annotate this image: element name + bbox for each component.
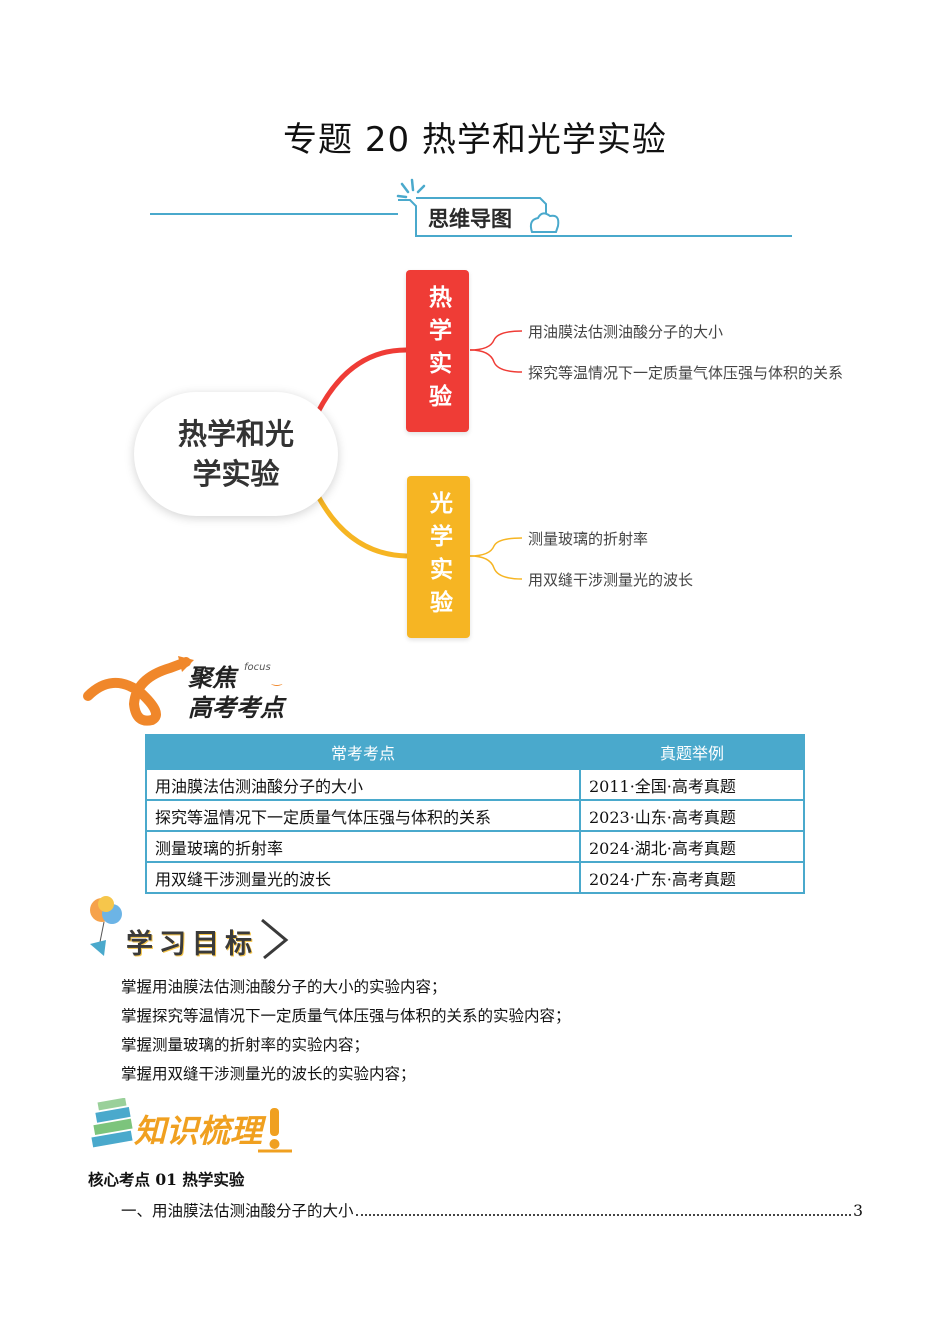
mind-map-connectors [315,330,523,580]
goal-item: 掌握探究等温情况下一定质量气体压强与体积的关系的实验内容； [121,1007,571,1025]
table-cell-topic: 探究等温情况下一定质量气体压强与体积的关系 [145,799,581,832]
knowledge-heading: 知识梳理 [134,1112,263,1150]
books-icon [91,1098,133,1148]
leaf-isothermal-gas: 探究等温情况下一定质量气体压强与体积的关系 [528,364,844,382]
learning-goals-heading: 学习目标 [126,929,258,960]
exclamation-icon [258,1108,292,1153]
table-row: 用油膜法估测油酸分子的大小 2011·全国·高考真题 [145,768,805,801]
table-row: 测量玻璃的折射率 2024·湖北·高考真题 [145,830,805,863]
table-cell-example: 2011·全国·高考真题 [579,768,805,801]
smile-icon: ‿ [272,672,282,686]
goal-item: 掌握用双缝干涉测量光的波长的实验内容； [121,1065,416,1083]
table-header-topic: 常考考点 [145,734,581,770]
leaf-double-slit: 用双缝干涉测量光的波长 [528,571,694,589]
page-title: 专题 20 热学和光学实验 [283,120,667,160]
mind-map-center-node: 热学和光学实验 [134,392,338,516]
table-cell-example: 2024·湖北·高考真题 [579,830,805,863]
goal-item: 掌握测量玻璃的折射率的实验内容； [121,1036,370,1054]
toc-entry[interactable]: 一、用油膜法估测油酸分子的大小 3 [121,1199,863,1221]
toc-dot-leader [355,1214,852,1216]
leaf-oil-film: 用油膜法估测油酸分子的大小 [528,323,724,341]
mind-map-header-decoration [150,178,792,237]
toc-entry-page: 3 [853,1202,863,1220]
table-row: 用双缝干涉测量光的波长 2024·广东·高考真题 [145,861,805,894]
balloon-icon [90,896,122,956]
mind-map-badge: 思维导图 [428,207,512,231]
focus-heading-line2: 高考考点 [188,694,284,722]
swirl-arrow-icon [83,656,194,726]
branch-heat-experiment: 热学实验 [406,270,469,432]
focus-small-label: focus [244,662,271,673]
table-header-row: 常考考点 真题举例 [145,734,805,770]
exam-points-table: 常考考点 真题举例 用油膜法估测油酸分子的大小 2011·全国·高考真题 探究等… [145,734,805,894]
chevron-decoration-icon [261,918,289,960]
table-cell-topic: 测量玻璃的折射率 [145,830,581,863]
focus-heading-line1: 聚焦 [188,664,236,692]
chef-hat-icon [529,212,560,233]
table-header-example: 真题举例 [579,734,805,770]
branch-heat-label: 热学实验 [424,285,451,417]
mind-map-center-label: 热学和光学实验 [177,417,294,491]
leaf-glass-refraction: 测量玻璃的折射率 [528,530,649,548]
branch-light-label: 光学实验 [425,491,452,623]
toc-entry-text: 一、用油膜法估测油酸分子的大小 [121,1202,354,1220]
sparkle-icon [396,178,426,199]
table-row: 探究等温情况下一定质量气体压强与体积的关系 2023·山东·高考真题 [145,799,805,832]
core-point-label: 核心考点 01 热学实验 [88,1170,245,1189]
branch-light-experiment: 光学实验 [407,476,470,638]
table-cell-topic: 用油膜法估测油酸分子的大小 [145,768,581,801]
table-cell-topic: 用双缝干涉测量光的波长 [145,861,581,894]
goal-item: 掌握用油膜法估测油酸分子的大小的实验内容； [121,978,447,996]
table-cell-example: 2024·广东·高考真题 [579,861,805,894]
table-cell-example: 2023·山东·高考真题 [579,799,805,832]
